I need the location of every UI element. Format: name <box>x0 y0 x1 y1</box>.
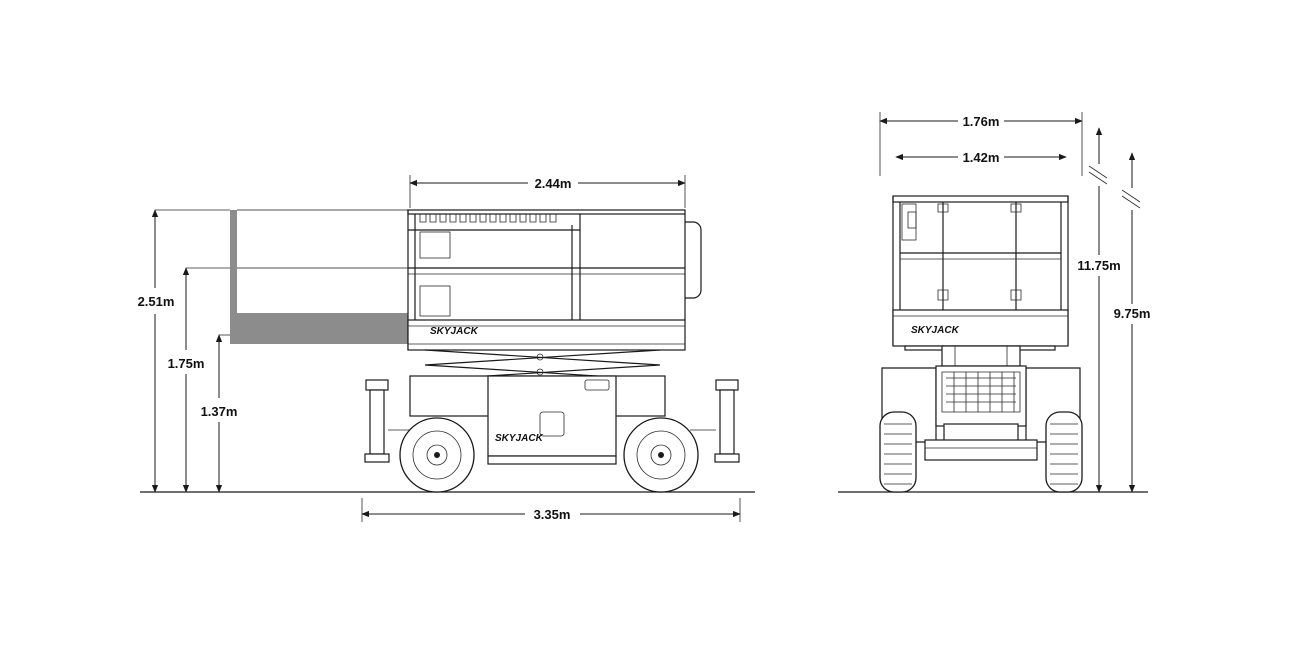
front-scissor-mast <box>941 345 1021 367</box>
side-outriggers <box>364 379 740 463</box>
dim-height-stowed: 1.37m <box>201 334 238 493</box>
dim-overall-length: 3.35m <box>361 498 741 522</box>
dim-platform-width: 1.42m <box>895 150 1067 165</box>
svg-text:2.44m: 2.44m <box>535 176 572 191</box>
dim-platform-length: 2.44m <box>409 175 686 208</box>
side-chassis: SKYJACK <box>409 375 666 465</box>
svg-text:3.35m: 3.35m <box>534 507 571 522</box>
side-front-wheel <box>623 417 699 493</box>
front-brand-logo: SKYJACK <box>911 325 960 336</box>
svg-text:2.51m: 2.51m <box>138 294 175 309</box>
front-left-tire <box>879 411 917 493</box>
extension-deck <box>155 209 408 344</box>
side-rear-wheel <box>399 417 475 493</box>
dim-height-guardrails-up: 2.51m <box>138 209 175 493</box>
svg-text:9.75m: 9.75m <box>1114 306 1151 321</box>
dim-platform-height: 9.75m <box>1114 152 1151 493</box>
dim-overall-width: 1.76m <box>879 112 1083 176</box>
svg-text:1.76m: 1.76m <box>963 114 1000 129</box>
svg-text:1.37m: 1.37m <box>201 404 238 419</box>
svg-text:1.75m: 1.75m <box>168 356 205 371</box>
dim-working-height: 11.75m <box>1077 127 1121 493</box>
front-platform: SKYJACK <box>892 195 1069 351</box>
side-platform: SKYJACK <box>407 209 702 351</box>
side-view: SKYJACK SKYJACK <box>138 175 755 522</box>
svg-text:1.42m: 1.42m <box>963 150 1000 165</box>
dim-height-guardrails-folded: 1.75m <box>168 267 205 493</box>
side-brand-logo: SKYJACK <box>430 326 479 337</box>
svg-text:11.75m: 11.75m <box>1077 258 1120 273</box>
side-chassis-brand-logo: SKYJACK <box>495 433 544 444</box>
front-right-tire <box>1045 411 1083 493</box>
front-view: SKYJACK <box>838 112 1151 493</box>
